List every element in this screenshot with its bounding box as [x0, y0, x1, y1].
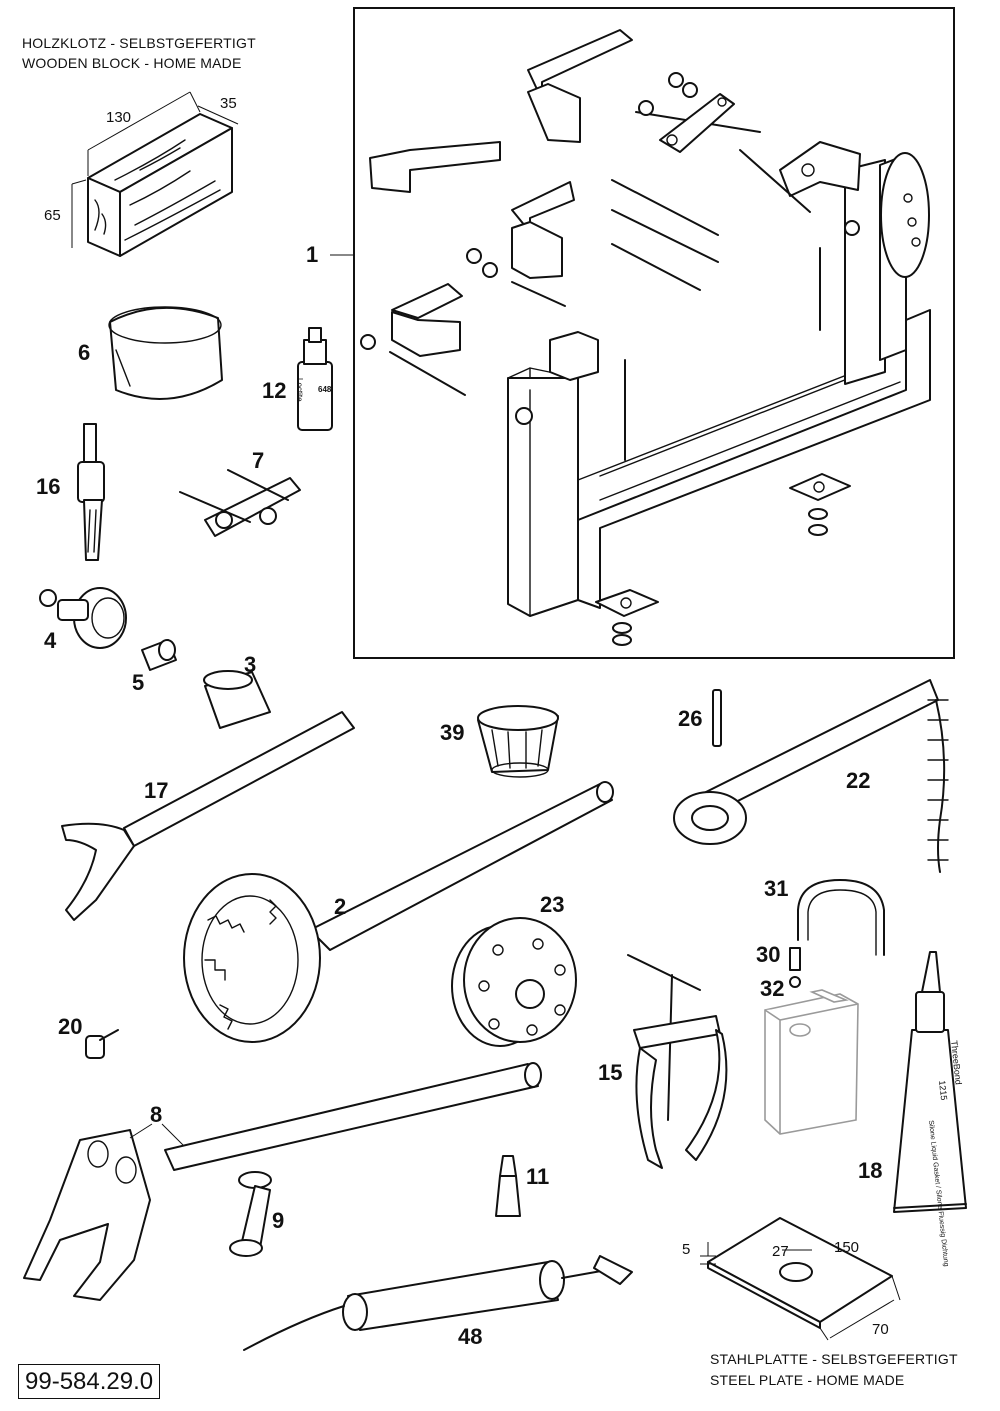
tube-18-code: 1215 [937, 1079, 950, 1101]
tube-12-label-a: Loctite [295, 378, 304, 402]
dim-wood-height: 65 [44, 207, 61, 224]
item-1-frame-box [353, 7, 955, 659]
wooden-block [71, 91, 239, 257]
item-5-sleeve [141, 639, 177, 671]
item-30-32-screws [789, 947, 801, 988]
callout-5: 5 [132, 670, 145, 695]
callout-16: 16 [36, 474, 61, 499]
callout-2: 2 [334, 894, 347, 919]
callout-22: 22 [846, 768, 871, 793]
item-48-grease-gun [243, 1255, 633, 1351]
item-9-hook [229, 1171, 272, 1257]
wood-block-note-en: WOODEN BLOCK - HOME MADE [22, 55, 242, 71]
callout-4: 4 [44, 628, 57, 653]
steel-plate [700, 1217, 901, 1341]
item-31-hose [797, 879, 885, 956]
callout-23: 23 [540, 892, 565, 917]
item-18-tube [893, 951, 967, 1213]
callout-20: 20 [58, 1014, 83, 1039]
steel-plate-note-en: STEEL PLATE - HOME MADE [710, 1372, 905, 1388]
item-39-cup [477, 705, 559, 778]
callout-48: 48 [458, 1324, 483, 1349]
callout-39: 39 [440, 720, 465, 745]
item-23-pulley [451, 917, 577, 1047]
callout-26: 26 [678, 706, 703, 731]
item-12-bottle [297, 327, 333, 431]
wood-block-note-de: HOLZKLOTZ - SELBSTGEFERTIGT [22, 35, 256, 51]
callout-3: 3 [244, 652, 257, 677]
item-3-sleeve [203, 670, 271, 729]
item-8-bracket [23, 1062, 542, 1301]
callout-6: 6 [78, 340, 91, 365]
callout-31: 31 [764, 876, 789, 901]
callout-9: 9 [272, 1208, 285, 1233]
callout-32: 32 [760, 976, 785, 1001]
callout-15: 15 [598, 1060, 623, 1085]
item-15-puller [627, 954, 728, 1169]
dim-wood-depth: 35 [220, 95, 237, 112]
callout-17: 17 [144, 778, 169, 803]
canister [764, 989, 859, 1135]
callout-7: 7 [252, 448, 265, 473]
callout-30: 30 [756, 942, 781, 967]
dim-plate-hole: 27 [772, 1243, 789, 1260]
item-1-engine-stand [360, 29, 931, 646]
item-7-fixture [179, 469, 301, 537]
dim-plate-length: 150 [834, 1239, 860, 1256]
dim-wood-length: 130 [106, 109, 132, 126]
callout-1: 1 [306, 242, 319, 267]
dim-plate-thickness: 5 [682, 1241, 691, 1258]
item-26-pin [712, 689, 722, 747]
callout-8: 8 [150, 1102, 163, 1127]
item-22-chain-wrench [673, 679, 949, 873]
part-number-box: 99-584.29.0 [18, 1364, 161, 1399]
item-11-vial [495, 1155, 521, 1217]
item-20-screw [85, 1029, 119, 1059]
item-16-puller [77, 423, 105, 561]
callout-18: 18 [858, 1158, 883, 1183]
steel-plate-note-de: STAHLPLATTE - SELBSTGEFERTIGT [710, 1351, 958, 1367]
item-2-holding-tool [183, 781, 614, 1043]
item-6-ring [108, 306, 223, 400]
item-4-adapter [39, 587, 127, 649]
callout-12: 12 [262, 378, 287, 403]
dim-plate-width: 70 [872, 1321, 889, 1338]
item-17-fork-tool [61, 711, 355, 921]
tube-12-label-b: 648 [318, 385, 332, 394]
callout-11: 11 [526, 1164, 550, 1189]
